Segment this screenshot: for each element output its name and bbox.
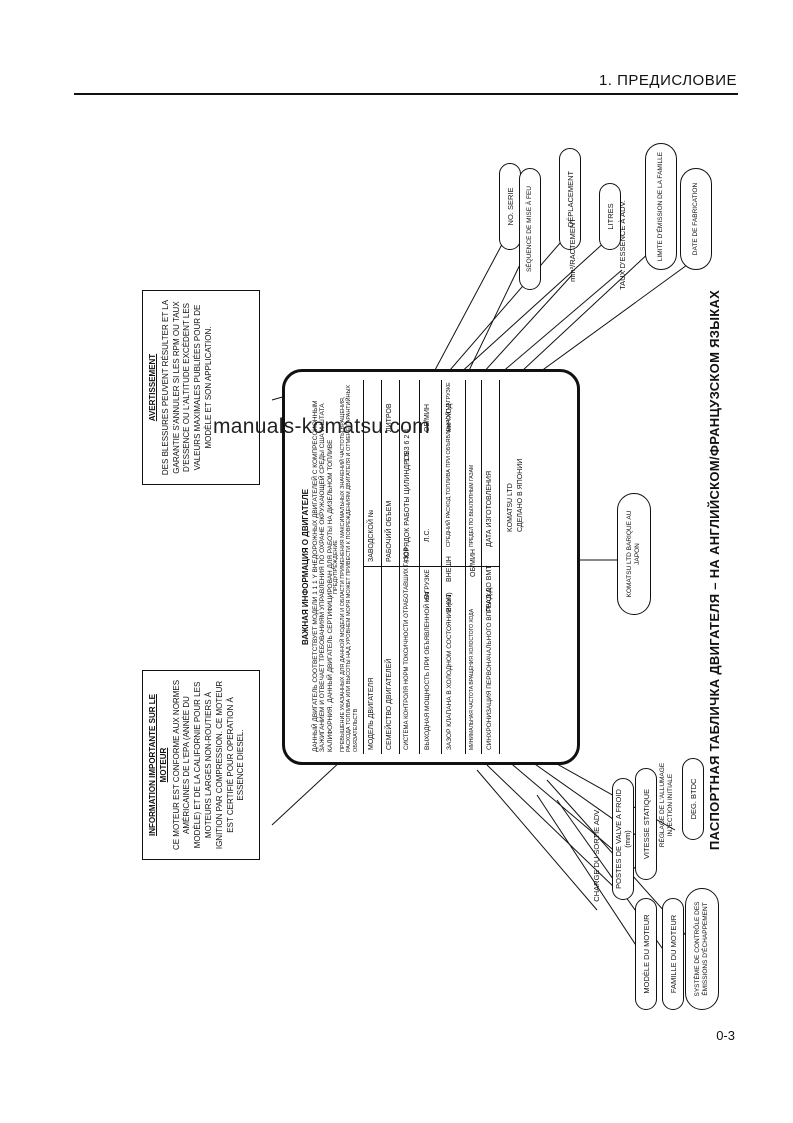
engine-plate-figure: INFORMATION IMPORTANTE SUR LE MOTEUR CE …	[127, 130, 767, 1010]
plate-timing: СИНХРОНИЗАЦИЯ ПЕРВОНАЧАЛЬНОГО ВПРЫСКА	[486, 588, 493, 750]
plate-date: ДАТА ИЗГОТОВЛЕНИЯ	[486, 470, 493, 547]
plate-low-idle-rpm: ОБ/МИН	[470, 549, 477, 577]
plate-displacement: РАБОЧИЙ ОБЪЕМ	[386, 500, 393, 562]
callout-firing-sequence: SÉQUENCE DE MISE À FEU	[519, 168, 541, 290]
figure-caption: ПАСПОРТНАЯ ТАБЛИЧКА ДВИГАТЕЛЯ – НА АНГЛИ…	[707, 289, 722, 851]
callout-maker-badge: KOMATSU LTD BARIQUE AU JAPON	[617, 493, 651, 615]
plate-exhaust: ВНЕШН	[446, 556, 453, 582]
plate-intake: ВНУТ	[446, 593, 453, 612]
info-box-french-engine-body: CE MOTEUR EST CONFORME AUX NORMES AMÉRIC…	[171, 679, 246, 851]
plate-made-in: СДЕЛАНО В ЯПОНИИ	[517, 458, 524, 532]
plate-divider	[363, 566, 499, 567]
callout-engine-family: FAMILLE DU MOTEUR	[662, 898, 684, 1010]
info-box-french-warning-title: AVERTISSEMENT	[148, 353, 157, 422]
leader-lines	[271, 234, 700, 963]
callout-static-speed: VITESSE STATIQUE	[635, 768, 657, 880]
plate-engine-model: МОДЕЛЬ ДВИГАТЕЛЯ	[368, 677, 375, 750]
callout-valve-lash: POSTES DE VALVE A FROID (mm)	[612, 778, 634, 900]
header-rule	[74, 93, 738, 95]
plate-rule	[441, 380, 442, 754]
plate-engine-family: СЕМЕЙСТВО ДВИГАТЕЛЕЙ	[386, 658, 393, 750]
plate-fuel-unit: мм³/ХОД	[446, 403, 453, 432]
plate-serial-no: ЗАВОДСКОЙ №	[368, 509, 375, 562]
info-box-french-warning: AVERTISSEMENT DES BLESSURES PEUVENT RÉSU…	[142, 290, 260, 485]
callout-charge-output: CHARGE DU SORTIE ADV.	[591, 808, 601, 902]
plate-firing-order: ПОРЯДОК РАБОТЫ ЦИЛИНДРОВ	[404, 450, 411, 562]
info-box-french-warning-body: DES BLESSURES PEUVENT RÉSULTER ET LA GAR…	[160, 299, 213, 476]
plate-rule	[499, 380, 500, 754]
page-header-title: 1. ПРЕДИСЛОВИЕ	[598, 72, 737, 89]
plate-valve-lash: ЗАЗОР КЛАПАНА В ХОЛОДНОМ СОСТОЯНИИ (мм)	[446, 592, 453, 750]
info-box-french-engine-title: INFORMATION IMPORTANTE SUR LE MOTEUR	[148, 694, 168, 836]
callout-fuel-rate: TAUX D'ESSENCE À ADV.	[617, 200, 627, 290]
callout-serial-no: NO. SERIE	[499, 163, 521, 250]
plate-emission-control: СИСТЕМА КОНТРОЛЯ НОРМ ТОКСИЧНОСТИ ОТРАБО…	[404, 547, 410, 750]
callout-fuel-stroke-unit: mm³/RACTEMENT	[567, 218, 577, 282]
plate-maker: KOMATSU LTD	[507, 483, 514, 532]
plate-rule	[465, 380, 466, 754]
plate-low-idle: МИНИМАЛЬНАЯ ЧАСТОТА ВРАЩЕНИЯ ХОЛОСТОГО Х…	[469, 608, 475, 750]
plate-kw: кВт	[424, 591, 431, 602]
callout-injection-timing: RÉGLAGE DE L'ALLUMAGE INJECTION INITIALE	[659, 762, 674, 848]
plate-limit-label: ПРЕДЕЛ ПО ВЫХЛОПНЫМ ГАЗАМ	[469, 464, 475, 547]
callout-emission-limit: LIMITE D'ÉMISSION DE LA FAMILLE	[645, 143, 677, 270]
callout-engine-model: MODÈLE DU MOTEUR	[635, 898, 657, 1010]
plate-rule	[481, 380, 482, 754]
watermark: manuals-komatsu.com	[213, 415, 430, 438]
page-number: 0-3	[716, 1028, 735, 1043]
callout-deg-btdc: DEG. BTDC	[682, 758, 704, 840]
plate-hp: Л.С.	[424, 528, 431, 542]
info-box-french-engine: INFORMATION IMPORTANTE SUR LE MOTEUR CE …	[142, 670, 260, 860]
plate-timing-unit: ГРАД ДО ВМТ	[486, 565, 493, 612]
